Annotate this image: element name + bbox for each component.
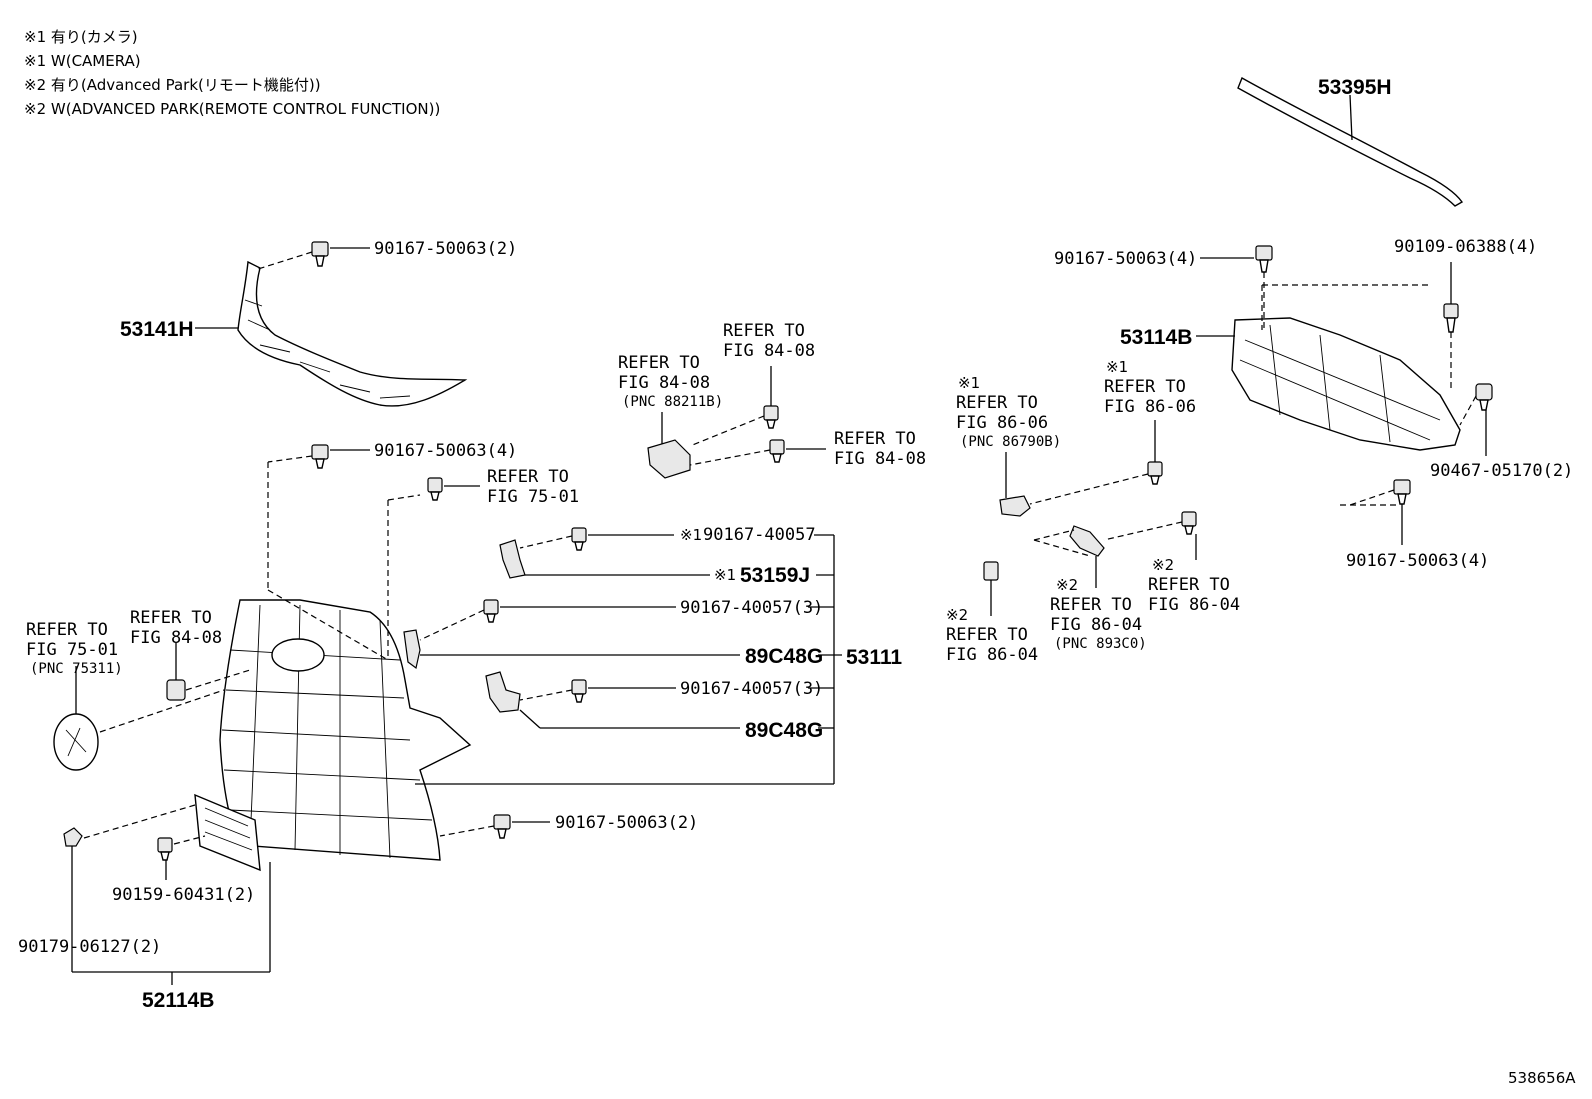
mark-ref86-b: ※1 bbox=[1106, 358, 1128, 376]
note-2-en: ※2 W(ADVANCED PARK(REMOTE CONTROL FUNCTI… bbox=[24, 100, 440, 118]
mark-ref86-d: ※2 bbox=[1056, 576, 1078, 594]
ref-fig86-d-l3: (PNC 893C0) bbox=[1054, 636, 1147, 652]
ref-fig84-a-l3: (PNC 88211B) bbox=[622, 394, 723, 410]
label-89c48g-a: 89C48G bbox=[745, 645, 823, 668]
ref-fig86-a-l1: REFER TO bbox=[956, 393, 1038, 413]
part-89c48g-a[interactable] bbox=[403, 629, 421, 670]
fastener-radar-top[interactable] bbox=[763, 405, 779, 429]
fastener-rt-50063-bottom[interactable] bbox=[1393, 479, 1411, 505]
part-grille[interactable] bbox=[219, 599, 472, 861]
ref-fig75-a-l2: FIG 75-01 bbox=[487, 487, 579, 507]
label-53111: 53111 bbox=[846, 646, 902, 669]
ref-fig84-c-l2: FIG 84-08 bbox=[834, 449, 926, 469]
ref-fig86-e-l1: REFER TO bbox=[1148, 575, 1230, 595]
note-1-en: ※1 W(CAMERA) bbox=[24, 52, 141, 70]
fastener-40057-a[interactable] bbox=[571, 527, 587, 551]
label-53141h: 53141H bbox=[120, 318, 194, 341]
part-53141h-molding[interactable] bbox=[237, 260, 468, 407]
ref-fig84-c-l1: REFER TO bbox=[834, 429, 916, 449]
part-89c48g-b[interactable] bbox=[485, 671, 521, 713]
part-bracket-893c0[interactable] bbox=[1069, 525, 1105, 557]
mark-ref86-c: ※2 bbox=[946, 606, 968, 624]
ref-fig84-d-l2: FIG 84-08 bbox=[130, 628, 222, 648]
part-clip-86-04[interactable] bbox=[983, 561, 999, 581]
ref-fig86-b-l1: REFER TO bbox=[1104, 377, 1186, 397]
label-52114b: 52114B bbox=[142, 989, 214, 1012]
fastener-rt-05170[interactable] bbox=[1475, 383, 1493, 411]
fastener-plate-bolt[interactable] bbox=[157, 837, 173, 861]
legend-notes: ※1 有り(カメラ) ※1 W(CAMERA) ※2 有り(Advanced P… bbox=[24, 28, 440, 118]
part-emblem[interactable] bbox=[53, 713, 99, 771]
fastener-clip-top[interactable] bbox=[311, 241, 329, 267]
part-52114b-plate-bracket[interactable] bbox=[194, 793, 261, 872]
label-f-top-grille: 90167-50063(2) bbox=[374, 239, 517, 259]
ref-fig75-b-l1: REFER TO bbox=[26, 620, 108, 640]
fastener-clip-bottom[interactable] bbox=[493, 814, 511, 839]
note-2-jp: ※2 有り(Advanced Park(リモート機能付)) bbox=[24, 76, 321, 94]
part-53114b-support[interactable] bbox=[1231, 317, 1461, 451]
fastener-40057-c[interactable] bbox=[571, 679, 587, 703]
fastener-ref86-b[interactable] bbox=[1147, 461, 1163, 485]
part-camera-53159j[interactable] bbox=[499, 539, 526, 579]
label-f-40057-b: 90167-40057(3) bbox=[680, 598, 823, 618]
ref-fig86-e-l2: FIG 86-04 bbox=[1148, 595, 1240, 615]
label-f-rt-50063-4b: 90167-50063(4) bbox=[1346, 551, 1489, 571]
mark-ref86-e: ※2 bbox=[1152, 556, 1174, 574]
label-53159j: 53159J bbox=[740, 564, 810, 587]
part-small-sensor-left[interactable] bbox=[166, 679, 186, 701]
note-1-jp: ※1 有り(カメラ) bbox=[24, 28, 138, 46]
fastener-clip-grille-4[interactable] bbox=[311, 444, 329, 469]
part-53395h-seal[interactable] bbox=[1237, 76, 1464, 207]
ref-fig86-c-l1: REFER TO bbox=[946, 625, 1028, 645]
label-f-40057-c: 90167-40057(3) bbox=[680, 679, 823, 699]
label-f-plate-nut: 90179-06127(2) bbox=[18, 937, 161, 957]
mark-40057-a: ※1 bbox=[680, 526, 702, 544]
fastener-ref86-e[interactable] bbox=[1181, 511, 1197, 535]
fastener-clip-refer75[interactable] bbox=[427, 477, 443, 501]
fastener-plate-nut[interactable] bbox=[63, 827, 83, 847]
ref-fig86-c-l2: FIG 86-04 bbox=[946, 645, 1038, 665]
fastener-radar-side[interactable] bbox=[769, 439, 785, 463]
ref-fig75-b-l2: FIG 75-01 bbox=[26, 640, 118, 660]
ref-fig84-d-l1: REFER TO bbox=[130, 608, 212, 628]
ref-fig84-a-l1: REFER TO bbox=[618, 353, 700, 373]
label-f-grille-4: 90167-50063(4) bbox=[374, 441, 517, 461]
label-f-rt-05170: 90467-05170(2) bbox=[1430, 461, 1573, 481]
fastener-rt-50063-top[interactable] bbox=[1255, 245, 1273, 273]
ref-fig75-a-l1: REFER TO bbox=[487, 467, 569, 487]
ref-fig86-d-l1: REFER TO bbox=[1050, 595, 1132, 615]
fastener-rt-06388[interactable] bbox=[1443, 303, 1459, 333]
label-53395h: 53395H bbox=[1318, 76, 1392, 99]
ref-fig86-a-l2: FIG 86-06 bbox=[956, 413, 1048, 433]
label-89c48g-b: 89C48G bbox=[745, 719, 823, 742]
label-53114b: 53114B bbox=[1120, 326, 1192, 349]
ref-fig84-b-l2: FIG 84-08 bbox=[723, 341, 815, 361]
fastener-40057-b[interactable] bbox=[483, 599, 499, 623]
label-f-bottom-grille: 90167-50063(2) bbox=[555, 813, 698, 833]
label-f-rt-06388: 90109-06388(4) bbox=[1394, 237, 1537, 257]
mark-ref86-a: ※1 bbox=[958, 374, 980, 392]
part-radar-sensor[interactable] bbox=[647, 439, 691, 479]
label-f-rt-50063-4a: 90167-50063(4) bbox=[1054, 249, 1197, 269]
ref-fig75-b-l3: (PNC 75311) bbox=[30, 661, 123, 677]
illustration-id: 538656A bbox=[1508, 1069, 1576, 1087]
ref-fig86-d-l2: FIG 86-04 bbox=[1050, 615, 1142, 635]
ref-fig84-b-l1: REFER TO bbox=[723, 321, 805, 341]
ref-fig86-b-l2: FIG 86-06 bbox=[1104, 397, 1196, 417]
ref-fig86-a-l3: (PNC 86790B) bbox=[960, 434, 1061, 450]
ref-fig84-a-l2: FIG 84-08 bbox=[618, 373, 710, 393]
label-f-plate-bolt: 90159-60431(2) bbox=[112, 885, 255, 905]
label-f-40057-a: 90167-40057 bbox=[703, 525, 816, 545]
mark-53159j: ※1 bbox=[714, 566, 736, 584]
part-sensor-86790b[interactable] bbox=[999, 495, 1031, 517]
